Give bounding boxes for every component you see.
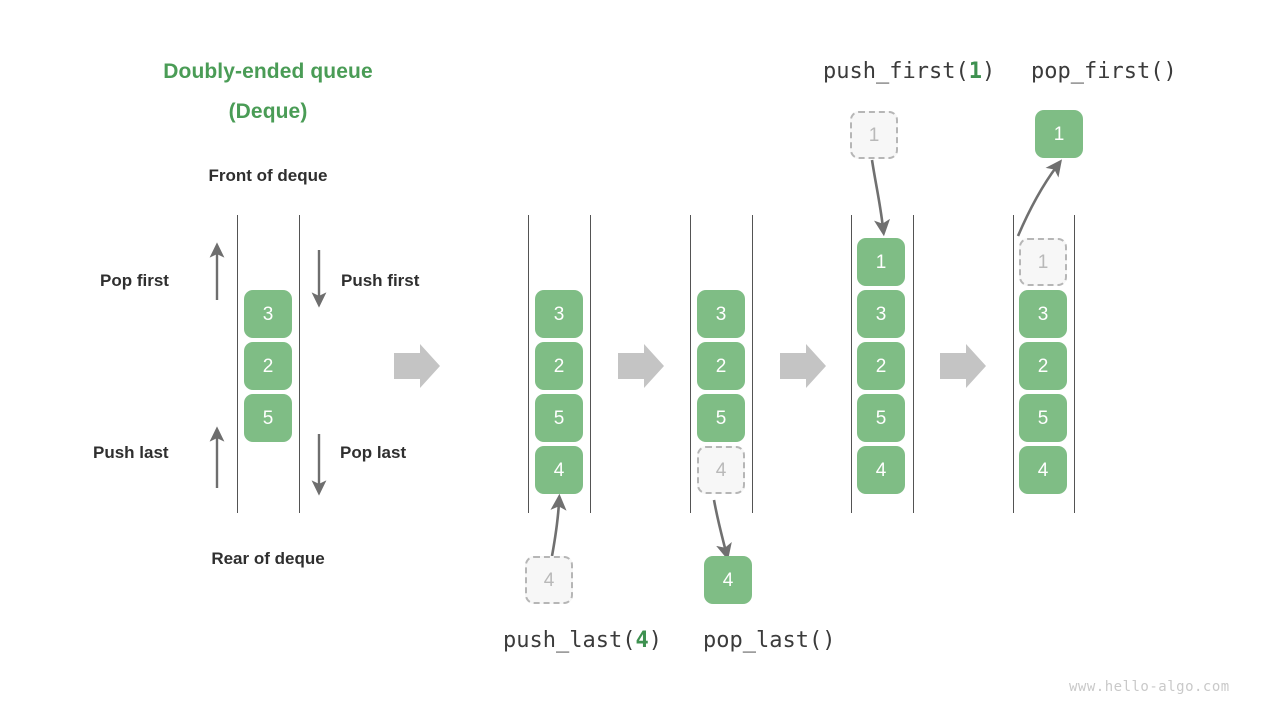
node-col1-0: 3 [244,290,292,338]
page-title-line2: (Deque) [228,100,308,123]
legend-push-last: Push last [93,443,169,462]
node-col5-3: 5 [1019,394,1067,442]
flow-arrow-1 [394,344,440,388]
node-col3-0: 3 [697,290,745,338]
node-col5-0: 1 [1019,238,1067,286]
caption-push-last-name: push_last( [503,628,636,653]
legend-pop-last: Pop last [340,443,407,462]
deque-rail-left-4 [851,215,852,513]
flow-arrow-4 [940,344,986,388]
node-col4-3: 5 [857,394,905,442]
node-col4-1: 3 [857,290,905,338]
pop-first-transfer-arrow [1016,159,1062,237]
node-col1-2: 5 [244,394,292,442]
caption-push-first-arg: 1 [968,59,982,84]
caption-pop-first: pop_first() [1031,59,1177,84]
node-col1-1: 2 [244,342,292,390]
caption-push-first-name: push_first( [823,59,969,84]
detached-node-pop-last: 4 [704,556,752,604]
deque-rail-right-3 [752,215,753,513]
deque-rail-right-4 [913,215,914,513]
caption-pop-first-name: pop_first() [1031,59,1177,84]
node-col4-0: 1 [857,238,905,286]
node-col3-1: 2 [697,342,745,390]
caption-pop-last: pop_last() [703,628,835,653]
deque-rail-left-5 [1013,215,1014,513]
node-col3-2: 5 [697,394,745,442]
node-col4-4: 4 [857,446,905,494]
deque-rail-left-1 [237,215,238,513]
pop-last-transfer-arrow [712,499,732,561]
node-col2-2: 5 [535,394,583,442]
flow-arrow-3 [780,344,826,388]
node-col5-4: 4 [1019,446,1067,494]
deque-rail-right-1 [299,215,300,513]
watermark: www.hello-algo.com [1069,679,1230,695]
flow-arrow-2 [618,344,664,388]
node-col5-2: 2 [1019,342,1067,390]
legend-pop-first: Pop first [100,271,169,290]
detached-node-push-last: 4 [525,556,573,604]
deque-rail-right-5 [1074,215,1075,513]
legend-push-first: Push first [341,271,420,290]
push-first-transfer-arrow [870,159,891,237]
caption-push-last: push_last(4) [503,628,662,653]
deque-rail-left-2 [528,215,529,513]
push-last-transfer-arrow [550,493,567,557]
caption-pop-last-name: pop_last() [703,628,836,653]
detached-node-pop-first: 1 [1035,110,1083,158]
caption-push-last-arg: 4 [635,628,649,653]
deque-rail-right-2 [590,215,591,513]
node-col4-2: 2 [857,342,905,390]
detached-node-push-first: 1 [850,111,898,159]
caption-push-first: push_first(1) [823,59,995,84]
node-col5-1: 3 [1019,290,1067,338]
node-col3-3: 4 [697,446,745,494]
node-col2-0: 3 [535,290,583,338]
node-col2-3: 4 [535,446,583,494]
deque-rail-left-3 [690,215,691,513]
caption-push-last-close: ) [648,628,662,653]
front-of-deque-label: Front of deque [208,166,328,185]
page-title-line1: Doubly-ended queue [163,60,373,83]
rear-of-deque-label: Rear of deque [211,549,325,568]
node-col2-1: 2 [535,342,583,390]
caption-push-first-close: ) [981,59,996,84]
